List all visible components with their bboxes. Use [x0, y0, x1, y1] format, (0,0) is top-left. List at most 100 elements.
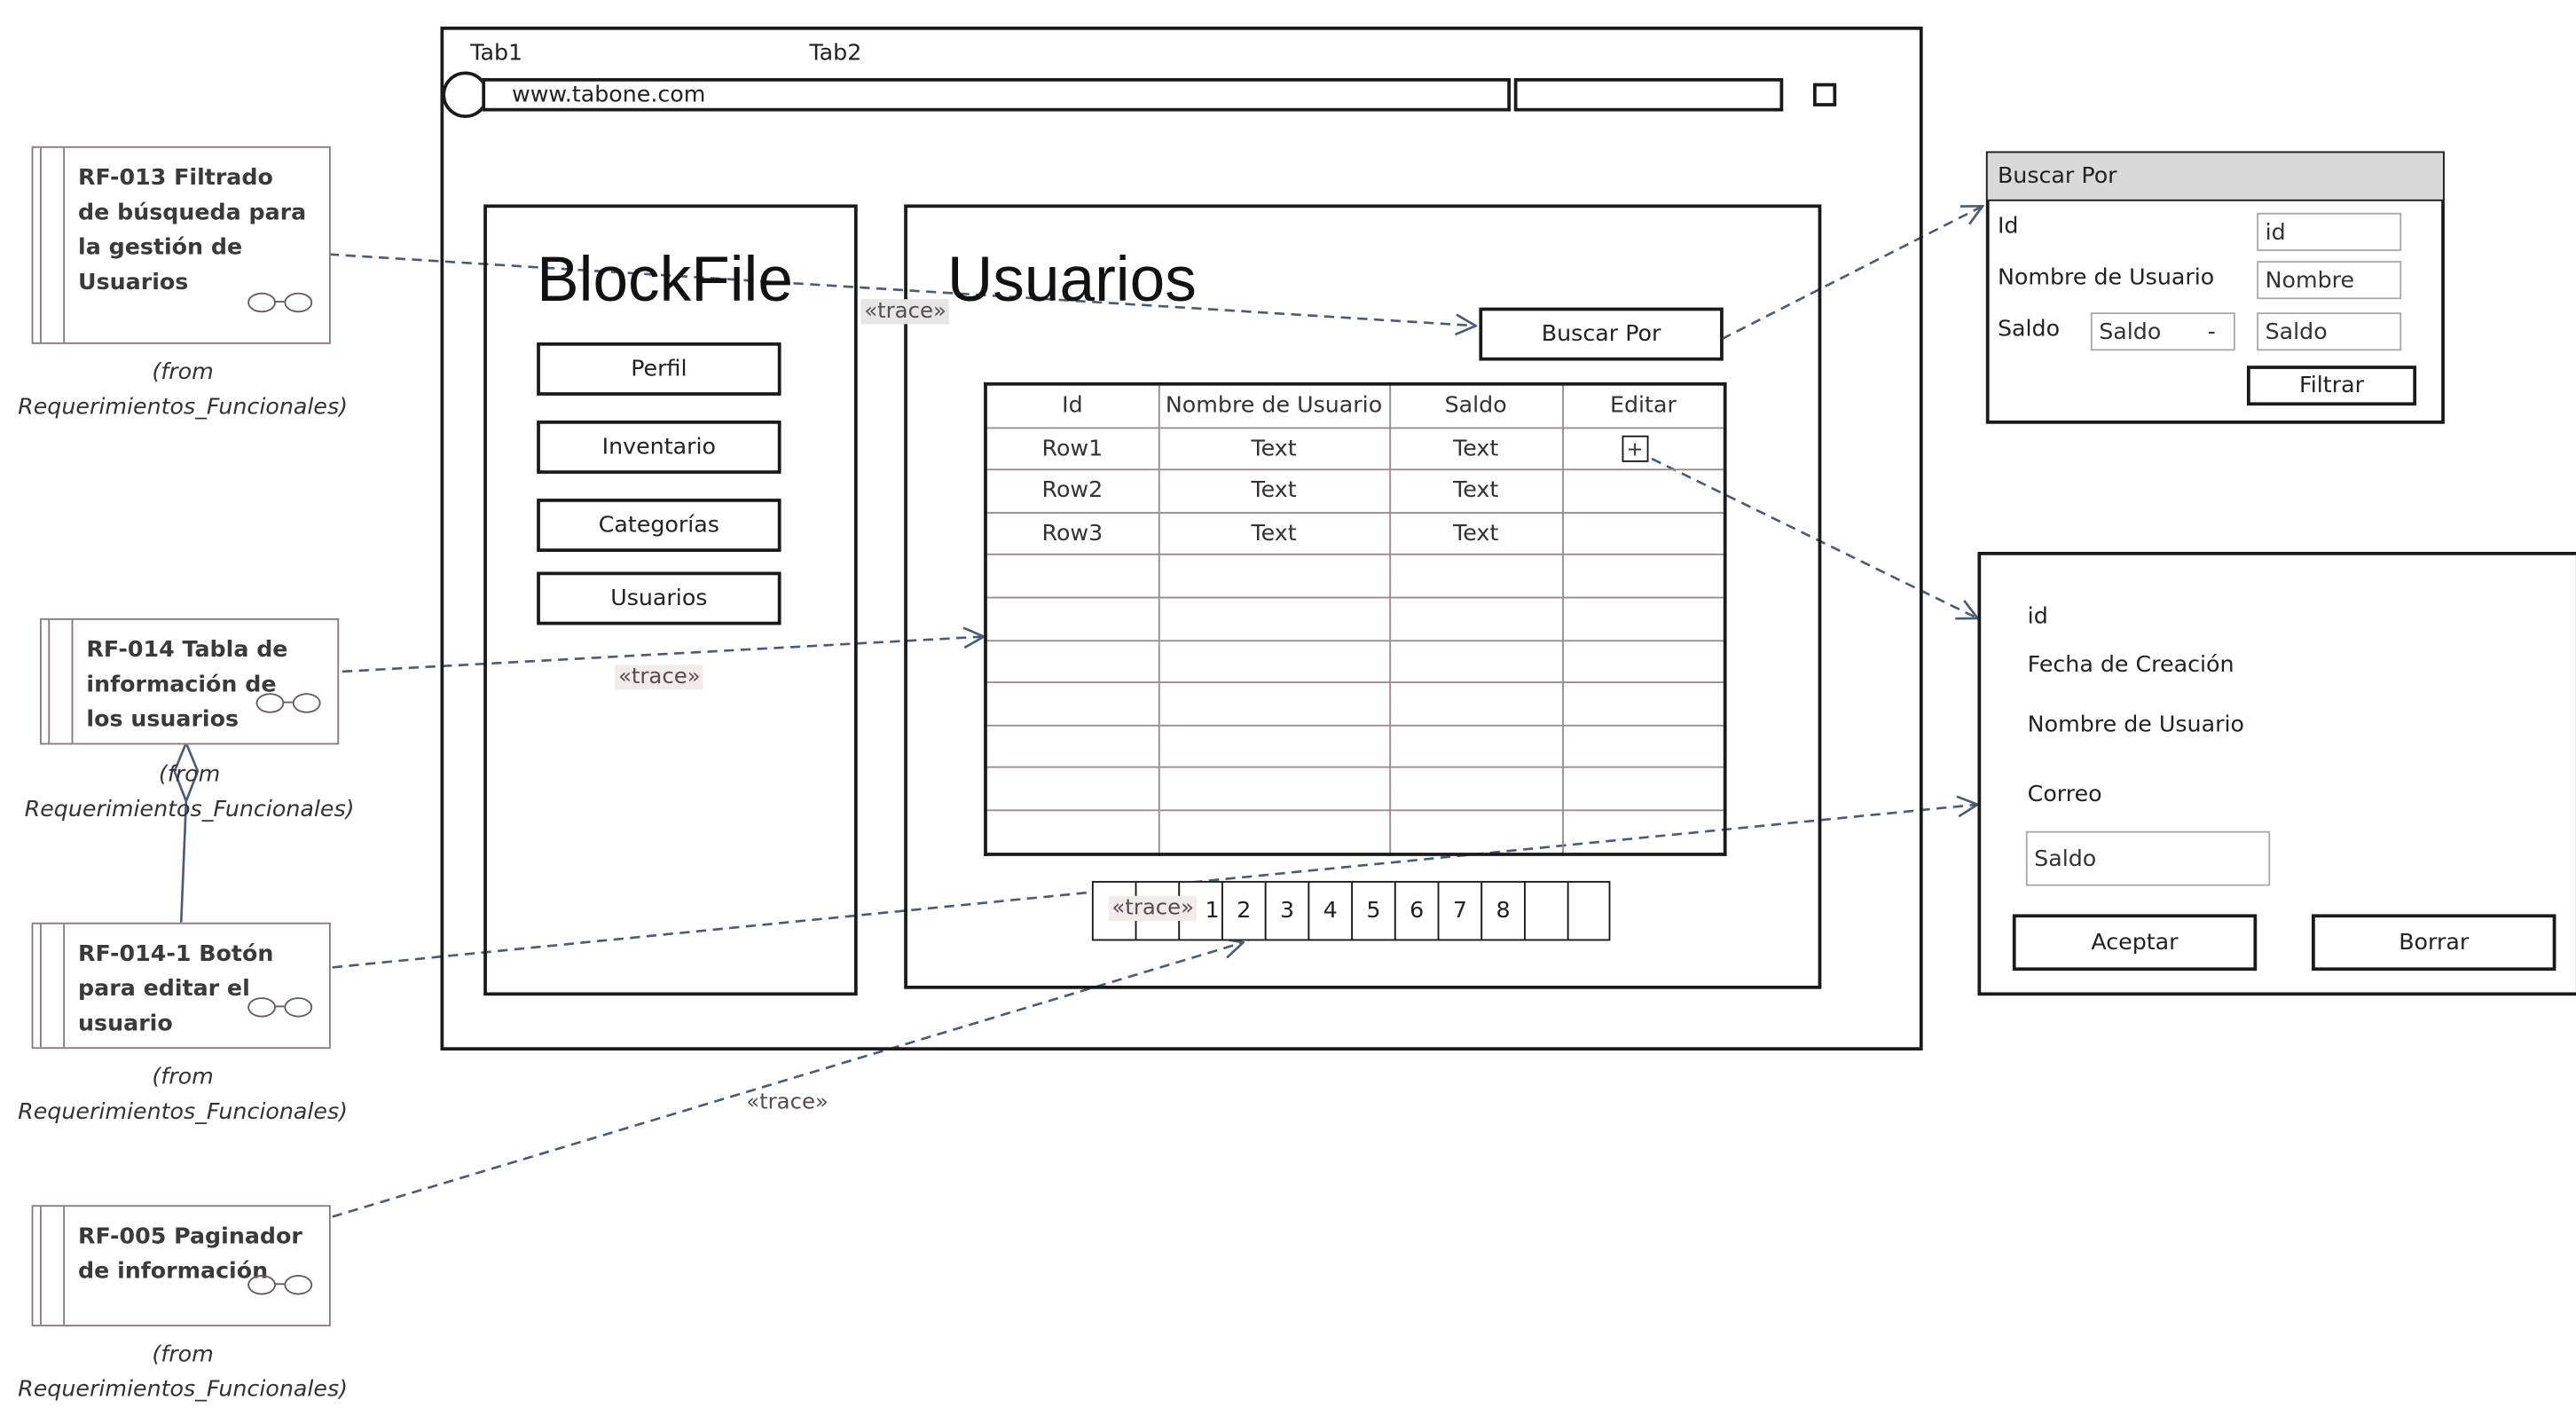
cell-edit [1561, 468, 1726, 514]
pager-page-3[interactable]: 3 [1264, 880, 1310, 941]
pager-page-6[interactable]: 6 [1394, 880, 1440, 941]
edit-plus-icon[interactable]: + [1622, 435, 1649, 462]
cell-username: Text [1157, 511, 1391, 556]
requirement-rf014-1[interactable]: RF-014-1 Botón para editar el usuario [31, 922, 331, 1050]
header-editar: Editar [1561, 382, 1726, 429]
edit-saldo-input[interactable]: Saldo [2025, 830, 2271, 886]
requirement-rf005-label: RF-005 Paginador de información [78, 1223, 302, 1286]
sidebar-panel [483, 204, 858, 996]
filter-saldo-to-input[interactable]: Saldo [2257, 312, 2402, 351]
requirement-rf005-from: (from Requerimientos_Funcionales) [18, 1341, 349, 1404]
trace-line-rf014-1 [332, 805, 1978, 969]
table-row[interactable]: Row2 Text Text [985, 468, 1726, 514]
filter-username-label: Nombre de Usuario [1997, 264, 2215, 291]
requirement-rf014-from: (from Requerimientos_Funcionales) [24, 761, 355, 823]
table-row[interactable]: Row3 Text Text [985, 511, 1726, 556]
trace-line-rf014 [342, 637, 984, 673]
window-control-icon[interactable] [1812, 83, 1837, 106]
requirement-glasses-icon [247, 1274, 314, 1295]
saldo-range-separator: - [2207, 318, 2216, 345]
trace-label-rf014: «trace» [615, 665, 704, 690]
requirement-rf014-1-from: (from Requerimientos_Funcionales) [18, 1064, 349, 1126]
table-row-empty [985, 681, 1726, 727]
table-row-empty [985, 554, 1726, 599]
sidebar-item-usuarios[interactable]: Usuarios [537, 571, 781, 625]
pager-page-8[interactable]: 8 [1480, 880, 1526, 941]
trace-line-edit [1651, 457, 1977, 618]
browser-home-icon[interactable] [442, 71, 489, 119]
filter-saldo-label: Saldo [1997, 315, 2061, 342]
requirement-glasses-icon [255, 693, 323, 713]
table-row-empty [985, 639, 1726, 684]
url-text: www.tabone.com [512, 81, 706, 108]
edit-date-label: Fecha de Creación [2027, 651, 2234, 679]
pager-page-7[interactable]: 7 [1437, 880, 1483, 941]
cell-username: Text [1157, 426, 1391, 471]
aggregation-line [179, 800, 188, 923]
filter-id-input[interactable]: id [2257, 212, 2402, 251]
cell-id: Row1 [985, 426, 1159, 471]
table-header-row: Id Nombre de Usuario Saldo Editar [985, 382, 1726, 429]
table-row[interactable]: Row1 Text Text + [985, 426, 1726, 471]
tab-2[interactable]: Tab2 [809, 39, 862, 67]
edit-username-label: Nombre de Usuario [2027, 711, 2244, 738]
requirement-rf013-label: RF-013 Filtrado de búsqueda para la gest… [78, 164, 307, 296]
table-row-empty [985, 809, 1726, 855]
sidebar-item-categorias[interactable]: Categorías [537, 499, 781, 553]
filter-button[interactable]: Filtrar [2246, 366, 2417, 406]
filter-username-input[interactable]: Nombre [2257, 261, 2402, 300]
requirement-rf013[interactable]: RF-013 Filtrado de búsqueda para la gest… [31, 146, 331, 344]
trace-label-rf013: «trace» [860, 299, 950, 325]
trace-label-rf005: «trace» [746, 1090, 829, 1116]
requirement-glasses-icon [247, 997, 314, 1018]
pager-next[interactable] [1523, 880, 1569, 941]
browser-search-field[interactable] [1513, 78, 1784, 112]
browser-window [440, 26, 1923, 1051]
cell-saldo: Text [1388, 468, 1564, 514]
trace-label-pager: «trace» [1108, 895, 1198, 921]
table-row-empty [985, 767, 1726, 812]
pager-page-2[interactable]: 2 [1221, 880, 1267, 941]
requirement-rf014-label: RF-014 Tabla de información de los usuar… [86, 636, 288, 734]
app-title: BlockFile [537, 246, 793, 316]
aggregation-diamond [173, 740, 200, 805]
cell-saldo: Text [1388, 426, 1564, 471]
page-title: Usuarios [946, 246, 1197, 316]
filter-saldo-from-input[interactable]: Saldo - [2090, 312, 2235, 351]
edit-email-label: Correo [2027, 781, 2102, 808]
filter-id-label: Id [1997, 212, 2019, 240]
trace-line-rf005 [332, 942, 1244, 1218]
requirement-glasses-icon [247, 292, 314, 313]
cell-edit [1561, 511, 1726, 556]
table-row-empty [985, 596, 1726, 641]
pager-page-4[interactable]: 4 [1308, 880, 1354, 941]
accept-button[interactable]: Aceptar [2012, 914, 2258, 971]
sidebar-item-inventario[interactable]: Inventario [537, 420, 781, 474]
header-saldo: Saldo [1388, 382, 1564, 429]
delete-button[interactable]: Borrar [2312, 914, 2556, 971]
requirement-rf014[interactable]: RF-014 Tabla de información de los usuar… [39, 617, 340, 745]
saldo-from-placeholder: Saldo [2099, 318, 2162, 345]
tab-1[interactable]: Tab1 [470, 39, 523, 67]
requirement-rf014-1-label: RF-014-1 Botón para editar el usuario [78, 940, 274, 1038]
search-by-button[interactable]: Buscar Por [1479, 307, 1724, 361]
cell-id: Row3 [985, 511, 1159, 556]
edit-id-label: id [2027, 603, 2048, 631]
header-id: Id [985, 382, 1159, 429]
requirement-rf013-from: (from Requerimientos_Funcionales) [18, 358, 349, 421]
header-username: Nombre de Usuario [1157, 382, 1391, 429]
pager-last[interactable] [1567, 880, 1611, 941]
cell-id: Row2 [985, 468, 1159, 514]
sidebar-item-perfil[interactable]: Perfil [537, 342, 781, 396]
trace-line-rf013 [328, 253, 1476, 326]
pager-page-5[interactable]: 5 [1351, 880, 1396, 941]
filter-panel-header: Buscar Por [1987, 153, 2444, 201]
url-bar[interactable]: www.tabone.com [482, 78, 1512, 112]
requirement-rf005[interactable]: RF-005 Paginador de información [31, 1205, 331, 1327]
cell-edit: + [1561, 426, 1726, 471]
users-table: Id Nombre de Usuario Saldo Editar Row1 T… [984, 381, 1727, 855]
table-row-empty [985, 724, 1726, 769]
cell-username: Text [1157, 468, 1391, 514]
